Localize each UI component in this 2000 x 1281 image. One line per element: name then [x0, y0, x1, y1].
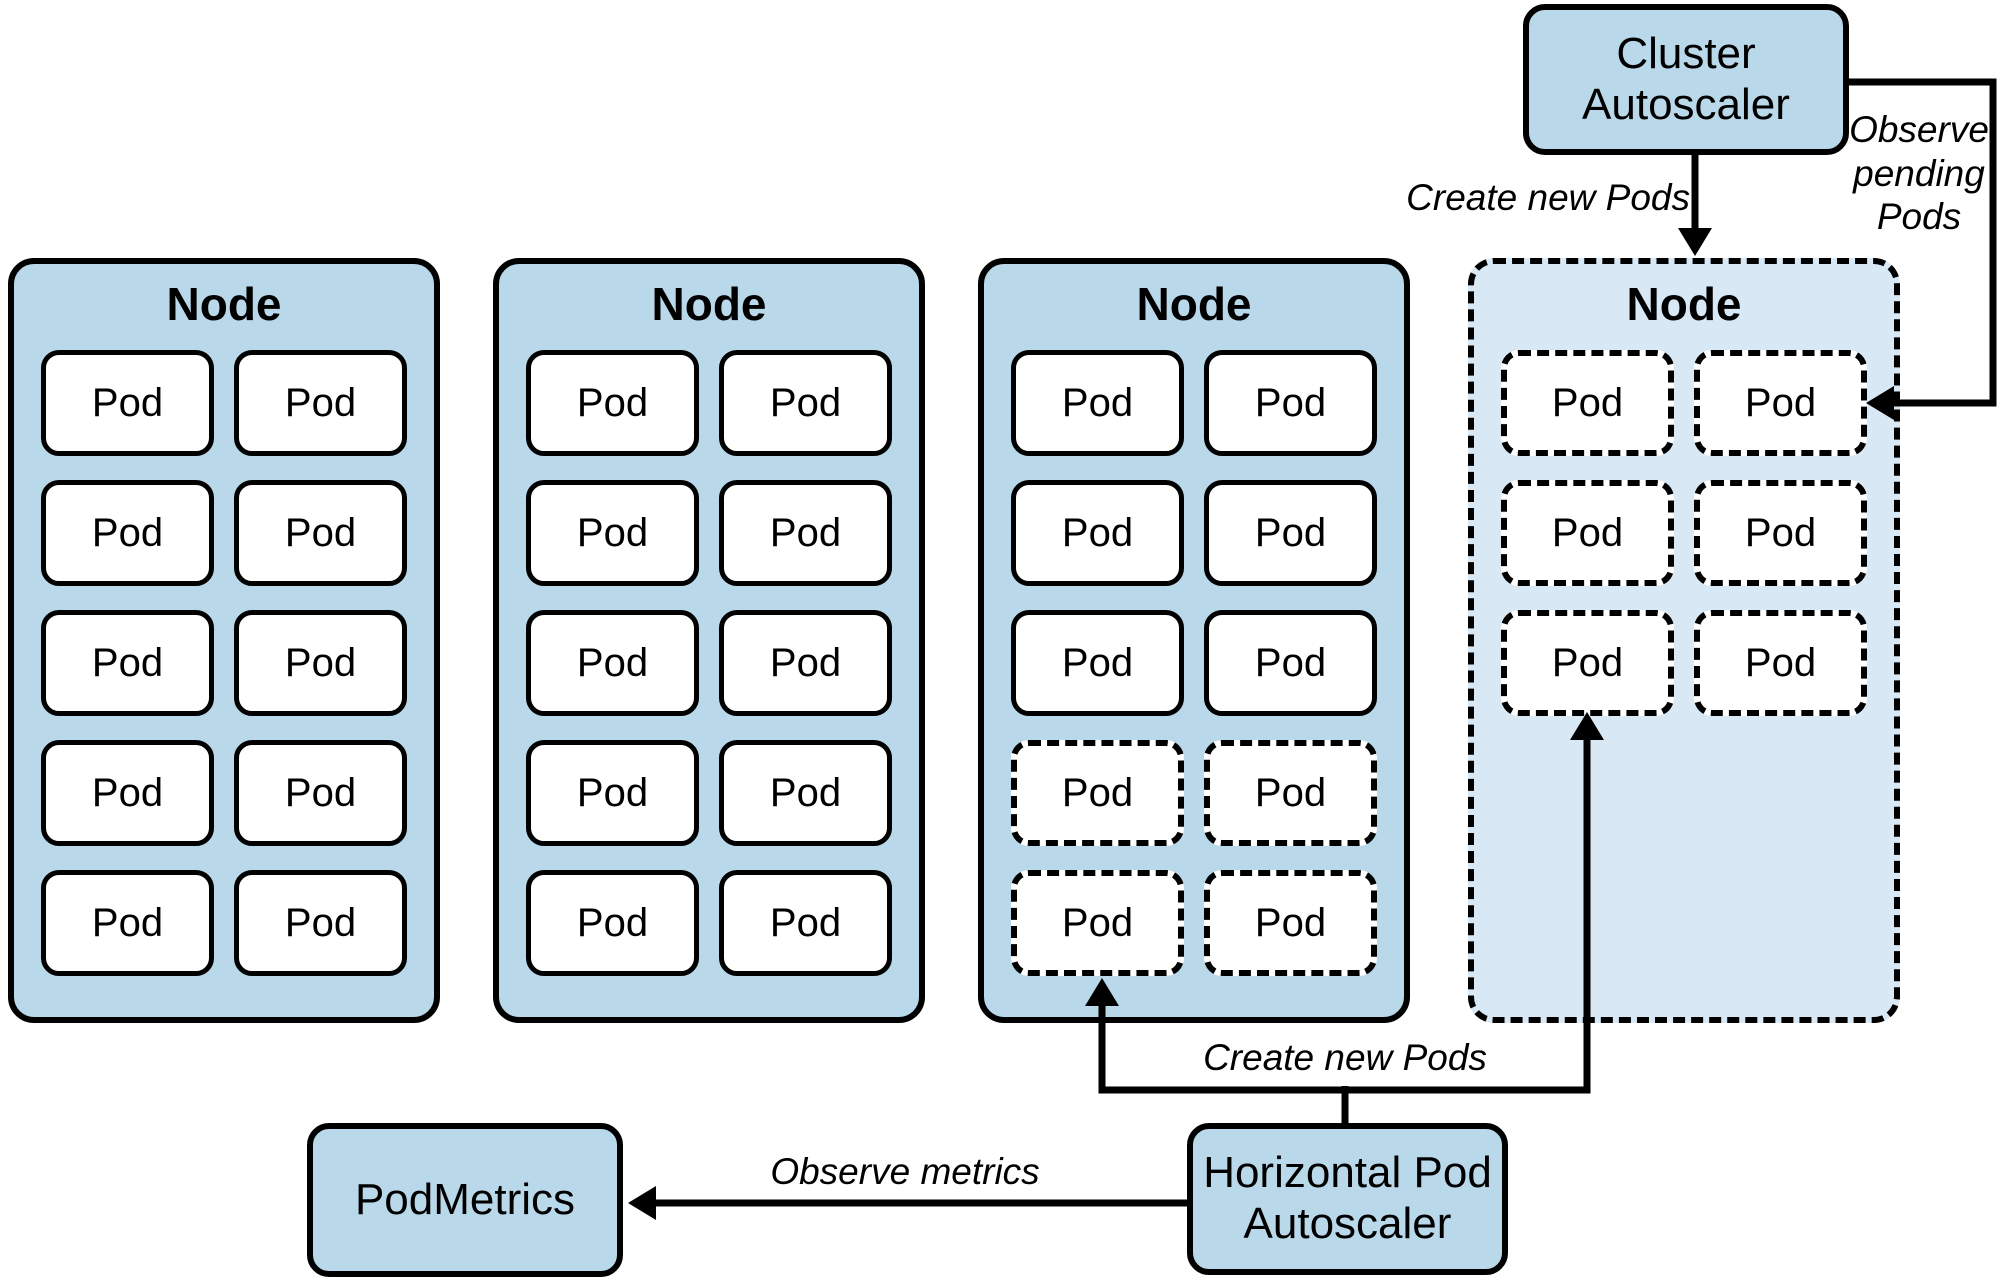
pod: Pod: [234, 350, 407, 456]
pod-pending: Pod: [1204, 870, 1377, 976]
horizontal-pod-autoscaler-label: Horizontal Pod Autoscaler: [1203, 1148, 1492, 1248]
observe-pending-pods-label: Observe pending Pods: [1849, 109, 1989, 238]
pod: Pod: [526, 480, 699, 586]
pod-pending: Pod: [1011, 870, 1184, 976]
pod: Pod: [41, 480, 214, 586]
cluster-autoscaler-label: Cluster Autoscaler: [1582, 28, 1790, 129]
pod-pending: Pod: [1011, 740, 1184, 846]
pod: Pod: [719, 480, 892, 586]
node-title: Node: [1626, 278, 1742, 330]
horizontal-pod-autoscaler-box: Horizontal Pod Autoscaler: [1187, 1123, 1508, 1275]
arrow-cluster-autoscaler-to-node-arrowhead: [1678, 228, 1712, 256]
create-new-pods-top-label: Create new Pods: [1406, 177, 1690, 218]
pod: Pod: [41, 740, 214, 846]
node-title: Node: [651, 278, 767, 330]
create-new-pods-bottom-label: Create new Pods: [1203, 1037, 1487, 1078]
pod: Pod: [1011, 350, 1184, 456]
pod-pending: Pod: [1694, 480, 1867, 586]
pod-pending: Pod: [1501, 350, 1674, 456]
pod: Pod: [1011, 610, 1184, 716]
pod: Pod: [526, 610, 699, 716]
node-title: Node: [166, 278, 282, 330]
pod: Pod: [526, 870, 699, 976]
cluster-autoscaler-box: Cluster Autoscaler: [1523, 4, 1849, 155]
pod-pending: Pod: [1204, 740, 1377, 846]
pod: Pod: [1204, 610, 1377, 716]
pod: Pod: [719, 350, 892, 456]
pod-metrics-label: PodMetrics: [354, 1174, 576, 1224]
pod-pending: Pod: [1501, 480, 1674, 586]
pod-metrics-box: PodMetrics: [307, 1123, 623, 1277]
pod: Pod: [234, 480, 407, 586]
observe-metrics-label: Observe metrics: [770, 1151, 1040, 1192]
pod: Pod: [719, 740, 892, 846]
pod: Pod: [41, 610, 214, 716]
pod: Pod: [1204, 480, 1377, 586]
pod: Pod: [41, 350, 214, 456]
pod: Pod: [234, 610, 407, 716]
pod: Pod: [234, 870, 407, 976]
pod: Pod: [1011, 480, 1184, 586]
pod: Pod: [719, 610, 892, 716]
pod-pending: Pod: [1694, 350, 1867, 456]
pod-pending: Pod: [1694, 610, 1867, 716]
node-title: Node: [1136, 278, 1252, 330]
pod: Pod: [41, 870, 214, 976]
pod: Pod: [1204, 350, 1377, 456]
pod: Pod: [719, 870, 892, 976]
pod-pending: Pod: [1501, 610, 1674, 716]
pod: Pod: [526, 740, 699, 846]
arrow-observe-metrics-arrowhead: [628, 1186, 656, 1220]
pod: Pod: [526, 350, 699, 456]
pod: Pod: [234, 740, 407, 846]
